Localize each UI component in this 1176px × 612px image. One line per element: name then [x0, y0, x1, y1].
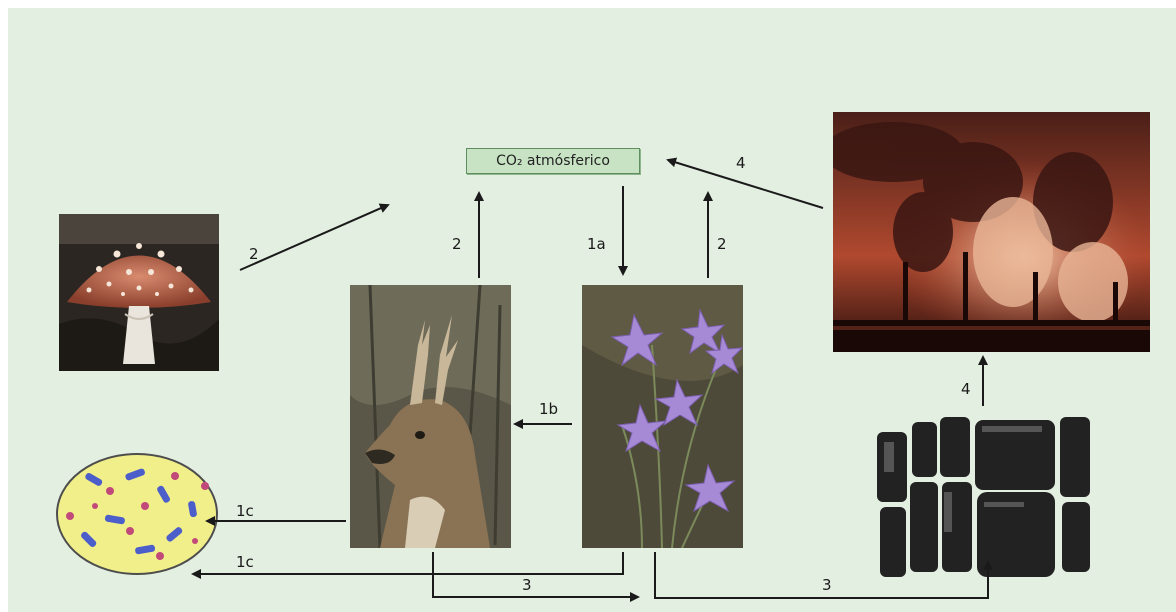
- label-mushroom-to-co2: 2: [249, 245, 259, 263]
- arrow-flower-to-bacteria: [193, 552, 623, 574]
- label-deer-flower-burial: 3: [522, 576, 532, 594]
- label-coal-to-factory: 4: [961, 380, 971, 398]
- label-flower-to-bacteria: 1c: [236, 553, 254, 571]
- label-factory-to-co2: 4: [736, 154, 746, 172]
- label-flower-to-coal: 3: [822, 576, 832, 594]
- label-deer-to-co2: 2: [452, 235, 462, 253]
- label-flower-to-co2: 2: [717, 235, 727, 253]
- label-co2-to-flower: 1a: [587, 235, 606, 253]
- arrow-mushroom-to-co2: [240, 205, 388, 270]
- label-deer-to-bacteria: 1c: [236, 502, 254, 520]
- label-flower-to-deer: 1b: [539, 400, 558, 418]
